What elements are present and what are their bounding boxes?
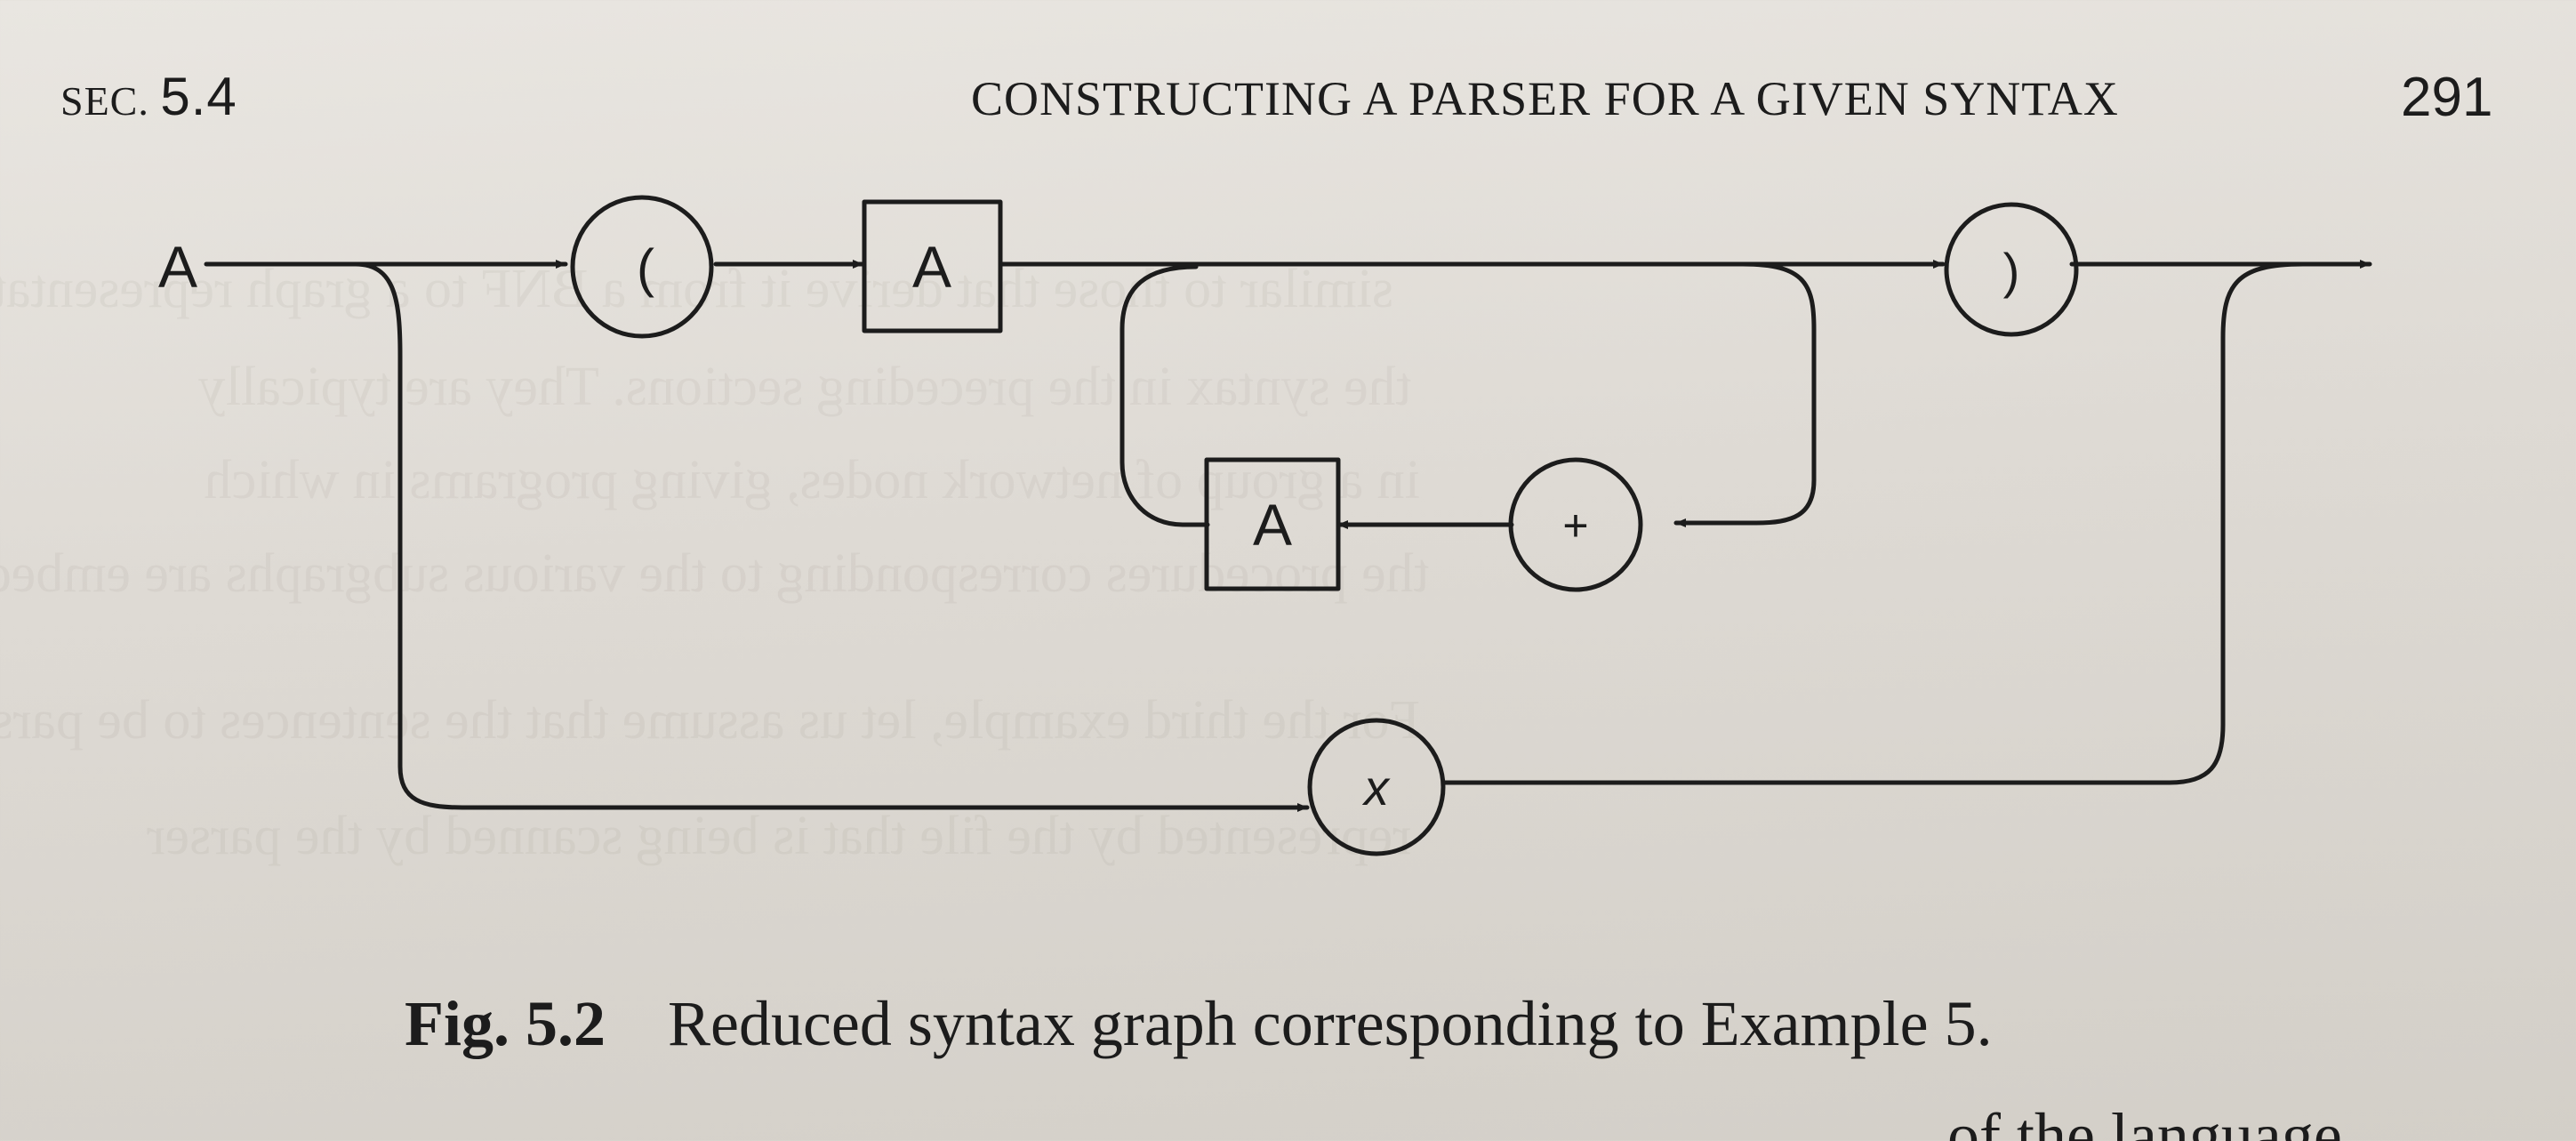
section-prefix: SEC. [60, 78, 149, 124]
cut-off-body-text: of the language [1947, 1100, 2342, 1141]
figure-caption: Fig. 5.2 Reduced syntax graph correspondi… [405, 987, 1993, 1061]
close-paren-label: ) [2003, 243, 2020, 299]
svg-text:For the third example, let us: For the third example, let us assume tha… [0, 690, 1420, 751]
section-number: 5.4 [160, 67, 237, 126]
svg-text:represented by the file that i: represented by the file that is being sc… [147, 806, 1411, 866]
a-loop-nonterminal-label: A [1253, 492, 1292, 558]
running-head-title: CONSTRUCTING A PARSER FOR A GIVEN SYNTAX [971, 72, 2119, 125]
close-paren-node [1944, 202, 2079, 337]
a-nonterminal-label: A [912, 234, 951, 300]
page-number: 291 [2401, 67, 2493, 128]
x-label: x [1361, 759, 1391, 816]
open-paren-node [570, 195, 714, 339]
edge-x-to-exit [1442, 261, 2306, 785]
running-head: SEC. 5.4 CONSTRUCTING A PARSER FOR A GIV… [0, 53, 2576, 133]
open-paren-label: ( [637, 238, 654, 298]
figure-caption-text: Reduced syntax graph corresponding to Ex… [667, 988, 1993, 1059]
edge-a-loop-to-main [1119, 264, 1210, 527]
a-loop-nonterminal-node [1204, 457, 1341, 591]
entry-label: A [158, 234, 197, 300]
edge-loop-to-plus [1673, 261, 1817, 527]
plus-label: + [1562, 501, 1588, 550]
svg-text:the procedures corresponding t: the procedures corresponding to the vari… [0, 543, 1429, 604]
edge-bypass-to-x [353, 261, 1310, 812]
x-node [1307, 718, 1446, 856]
figure-label: Fig. 5.2 [405, 988, 606, 1059]
plus-node [1508, 457, 1643, 592]
a-nonterminal-node [862, 199, 1003, 333]
section-label: SEC. 5.4 [60, 66, 237, 127]
